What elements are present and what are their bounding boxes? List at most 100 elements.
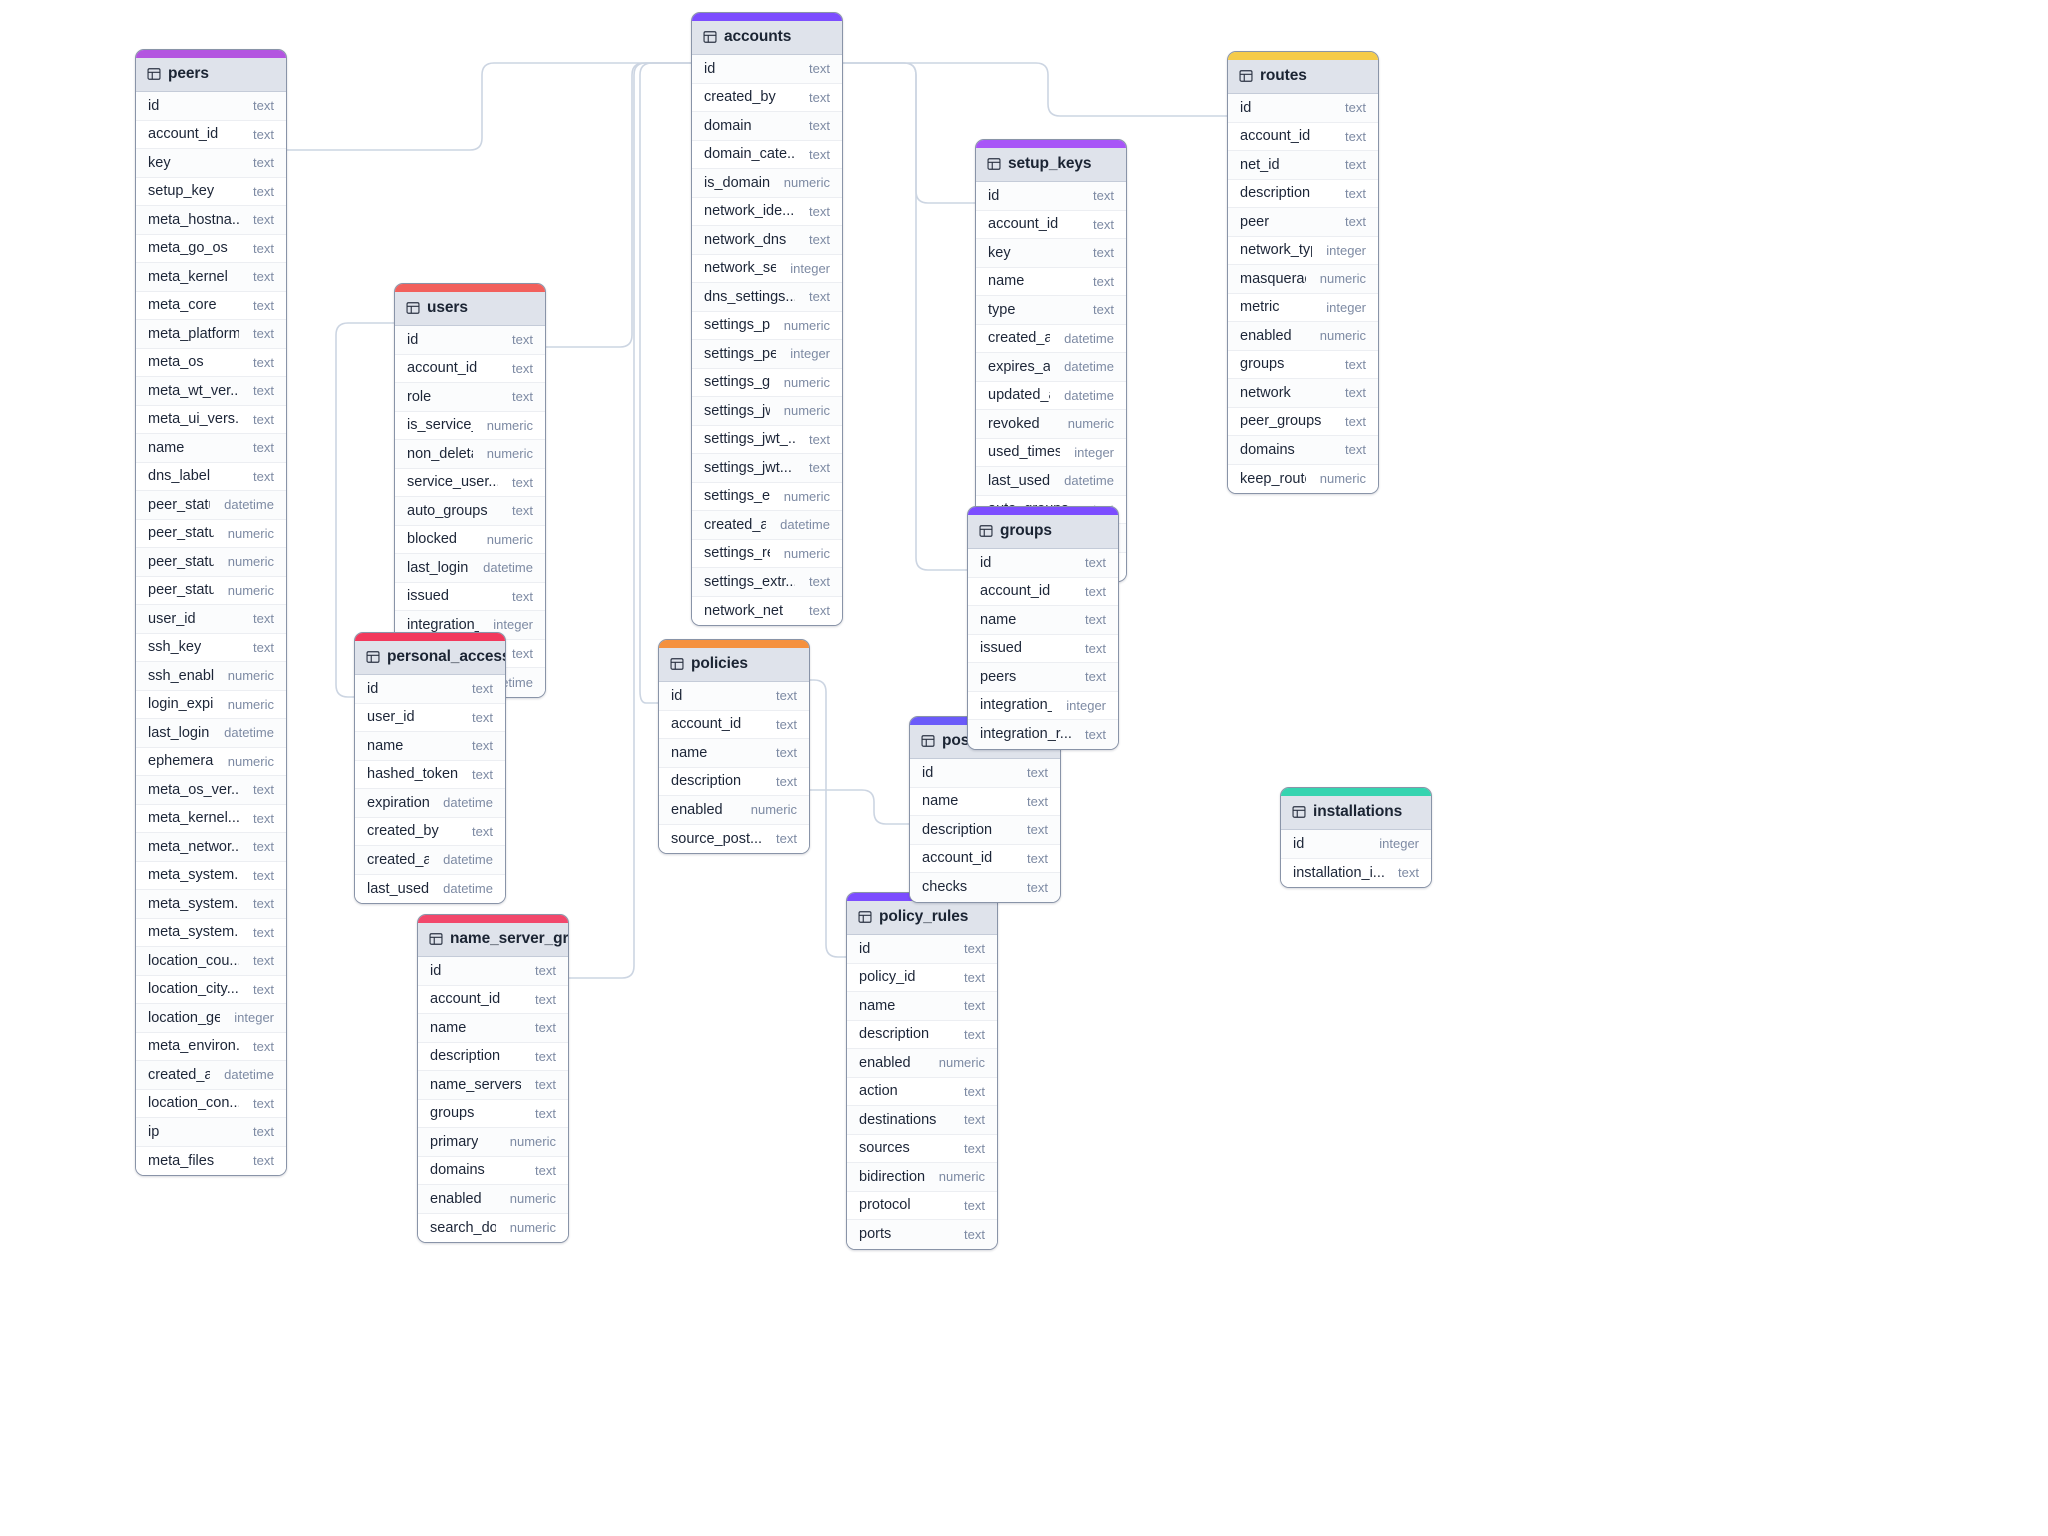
- column-row[interactable]: network_ide...text: [692, 197, 842, 226]
- column-row[interactable]: location_cou...text: [136, 947, 286, 976]
- table-header-groups[interactable]: groups: [968, 515, 1118, 549]
- column-row[interactable]: meta_system...text: [136, 861, 286, 890]
- column-row[interactable]: settings_extr...text: [692, 568, 842, 597]
- column-row[interactable]: network_serialinteger: [692, 254, 842, 283]
- table-header-policies[interactable]: policies: [659, 648, 809, 682]
- column-row[interactable]: meta_networ...text: [136, 833, 286, 862]
- table-header-name_server_groups[interactable]: name_server_groups: [418, 923, 568, 957]
- column-row[interactable]: expiration_da...datetime: [355, 789, 505, 818]
- column-row[interactable]: settings_gro...numeric: [692, 368, 842, 397]
- column-row[interactable]: source_post...text: [659, 824, 809, 853]
- column-row[interactable]: meta_system...text: [136, 890, 286, 919]
- column-row[interactable]: peer_status_...numeric: [136, 519, 286, 548]
- table-header-routes[interactable]: routes: [1228, 60, 1378, 94]
- column-row[interactable]: settings_pee...numeric: [692, 311, 842, 340]
- column-row[interactable]: meta_kernel...text: [136, 804, 286, 833]
- column-row[interactable]: masqueradenumeric: [1228, 265, 1378, 294]
- column-row[interactable]: meta_hostna...text: [136, 206, 286, 235]
- column-row[interactable]: dns_settings...text: [692, 283, 842, 312]
- column-row[interactable]: settings_jwt_...text: [692, 425, 842, 454]
- table-header-installations[interactable]: installations: [1281, 796, 1431, 830]
- column-row[interactable]: settings_reg...numeric: [692, 539, 842, 568]
- column-row[interactable]: location_city...text: [136, 975, 286, 1004]
- column-row[interactable]: location_con...text: [136, 1089, 286, 1118]
- column-row[interactable]: installation_i...text: [1281, 858, 1431, 887]
- column-row[interactable]: peer_status_...datetime: [136, 491, 286, 520]
- column-row[interactable]: settings_pee...integer: [692, 340, 842, 369]
- column-row[interactable]: network_typeinteger: [1228, 236, 1378, 265]
- table-header-setup_keys[interactable]: setup_keys: [976, 148, 1126, 182]
- column-row[interactable]: bidirectionalnumeric: [847, 1163, 997, 1192]
- column-row[interactable]: service_user...text: [395, 468, 545, 497]
- table-header-users[interactable]: users: [395, 292, 545, 326]
- column-row[interactable]: non_deletablenumeric: [395, 440, 545, 469]
- column-row[interactable]: location_geo...integer: [136, 1004, 286, 1033]
- column-row[interactable]: meta_environ...text: [136, 1032, 286, 1061]
- column-row[interactable]: meta_system...text: [136, 918, 286, 947]
